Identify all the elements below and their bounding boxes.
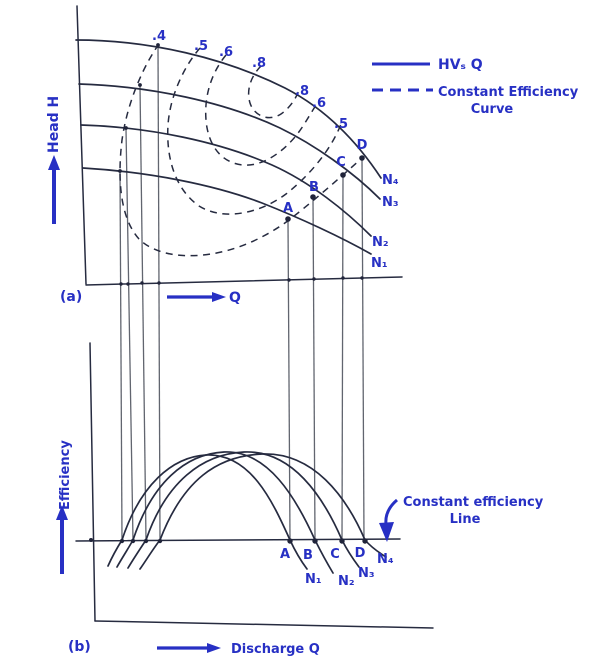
baseline-axis-dot — [89, 538, 93, 542]
baseline-crossing-dot — [157, 281, 161, 285]
efficiency-curve-n4-label: N₄ — [377, 552, 394, 567]
point-d-bottom-label: D — [355, 546, 366, 561]
transfer-line-n4-left — [157, 45, 161, 541]
transfer-line-n3-left — [139, 85, 147, 541]
q-arrow-head-icon — [212, 292, 226, 302]
contour-0_4 — [119, 43, 363, 257]
contour-label-0_5: .5 — [194, 39, 208, 54]
contour-label-0_8-right: .8 — [295, 84, 309, 99]
contour-label-0_6: .6 — [219, 45, 233, 60]
panel-a-x-axis — [85, 276, 403, 286]
point-c-bottom-dot — [339, 538, 345, 544]
point-d-bottom-dot — [362, 538, 368, 544]
legend-dashed-label-line1: Constant Efficiency — [438, 85, 579, 100]
annotation-arrow-shaft — [384, 498, 399, 525]
baseline-crossing-dot — [341, 276, 345, 280]
legend-dashed-label-line2: Curve — [471, 102, 514, 117]
legend-solid-label: HVₛ Q — [438, 57, 483, 73]
left-intersection-n1-dot — [118, 169, 122, 173]
panel-a-tag: (a) — [60, 289, 82, 305]
legend: HVₛ Q Constant Efficiency Curve — [372, 57, 579, 117]
point-c-label: C — [336, 155, 346, 170]
point-a-dot — [285, 216, 291, 222]
panel-b-x-axis-label: Discharge Q — [231, 642, 320, 657]
annotation-constant-efficiency-line1: Constant efficiency — [403, 495, 544, 510]
discharge-arrow-head-icon — [207, 643, 221, 653]
contour-0_6 — [204, 54, 319, 166]
point-b-bottom-dot — [312, 538, 318, 544]
left-intersection-n4-dot — [156, 43, 160, 47]
point-a-label: A — [283, 201, 293, 216]
baseline-left-dot-n2 — [130, 538, 136, 544]
contour-0_5 — [166, 47, 342, 215]
curve-n1-label: N₁ — [371, 256, 388, 271]
panel-a: .4 .5 .6 .8 .8 .6 .5 A B C D N₄ N₃ N₂ N₁… — [46, 5, 403, 541]
efficiency-curve-n3 — [127, 451, 360, 569]
efficiency-curve-n2 — [116, 451, 334, 574]
curve-n3-label: N₃ — [382, 195, 399, 210]
baseline-left-dot-n3 — [143, 538, 149, 544]
curve-n4-label: N₄ — [382, 173, 399, 188]
panel-b-x-axis — [94, 620, 434, 629]
transfer-line-point-c — [341, 175, 344, 541]
head-h-arrow-head-icon — [48, 155, 60, 170]
contour-label-0_8: .8 — [252, 56, 266, 71]
point-b-label: B — [309, 180, 319, 195]
panel-a-y-axis — [76, 5, 87, 285]
efficiency-curve-n2-label: N₂ — [338, 574, 355, 589]
transfer-line-point-b — [312, 197, 316, 541]
curve-n1 — [82, 167, 372, 255]
transfer-line-n1-left — [119, 171, 123, 541]
baseline-crossing-dot — [126, 282, 130, 286]
curve-n2-label: N₂ — [372, 235, 389, 250]
baseline-crossing-dot — [287, 278, 291, 282]
point-c-bottom-label: C — [330, 547, 340, 562]
panel-a-y-axis-label: Head H — [46, 96, 62, 153]
point-b-bottom-label: B — [303, 548, 313, 563]
contour-label-0_6-right: .6 — [312, 96, 326, 111]
transfer-line-point-a — [287, 220, 291, 541]
contour-label-0_4: .4 — [152, 29, 166, 44]
transfer-line-n2-left — [125, 128, 134, 541]
panel-b-y-axis-label: Efficiency — [58, 440, 73, 510]
annotation-arrow-head-icon — [379, 522, 394, 542]
left-intersection-n2-dot — [124, 126, 128, 130]
panel-a-x-axis-label: Q — [229, 290, 241, 306]
point-c-dot — [340, 172, 346, 178]
curve-n2 — [80, 124, 372, 237]
baseline-left-dot-n1 — [119, 538, 125, 544]
panel-b-tag: (b) — [68, 639, 91, 655]
annotation-constant-efficiency-line2: Line — [450, 512, 481, 527]
curve-n4 — [75, 39, 382, 179]
efficiency-arrow-head-icon — [56, 505, 68, 520]
contour-label-0_5-right: .5 — [334, 117, 348, 132]
efficiency-curve-n1-label: N₁ — [305, 572, 322, 587]
baseline-crossing-dot — [312, 277, 316, 281]
transfer-line-point-d — [361, 158, 365, 541]
efficiency-curve-n3-label: N₃ — [358, 566, 375, 581]
baseline-crossing-dot — [119, 282, 123, 286]
left-intersection-n3-dot — [138, 83, 142, 87]
point-a-bottom-label: A — [280, 547, 290, 562]
point-d-label: D — [357, 138, 368, 153]
curve-n3 — [78, 83, 381, 200]
baseline-crossing-dot — [360, 276, 364, 280]
point-d-dot — [359, 155, 365, 161]
baseline-crossing-dot — [140, 281, 144, 285]
panel-b: A B C D N₁ N₂ N₃ N₄ Constant efficiency … — [56, 342, 544, 657]
constant-efficiency-line — [75, 538, 401, 542]
point-b-dot — [310, 194, 316, 200]
baseline-left-dot-n4 — [157, 538, 163, 544]
panel-b-y-axis — [89, 342, 96, 622]
point-a-bottom-dot — [287, 538, 293, 544]
